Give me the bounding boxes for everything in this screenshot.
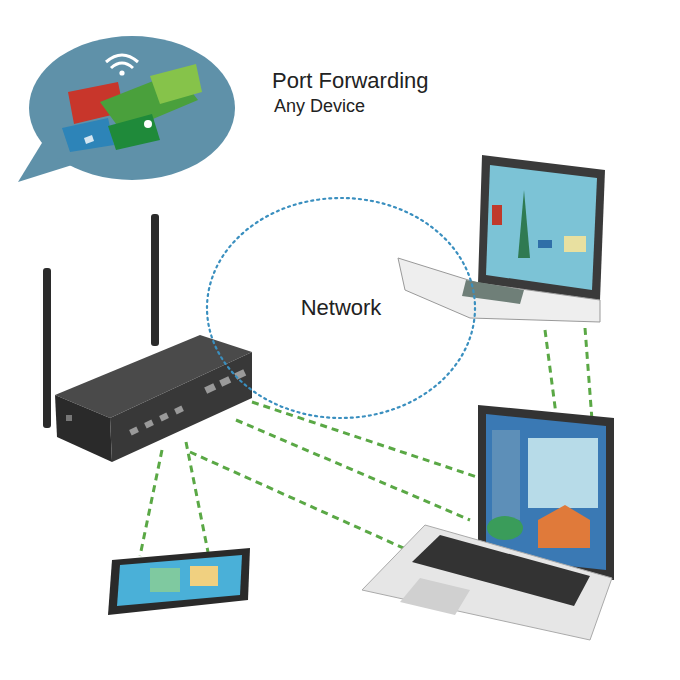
screen-graphic [487,516,523,540]
screen-graphic [150,568,180,592]
laptop [362,405,614,640]
router-ports [129,369,246,435]
dashed-link [140,450,162,556]
router-end [55,395,112,462]
puzzle-icon [84,135,94,144]
wifi-arc [111,63,133,68]
laptop-trackpad [400,578,470,615]
speech-bubble [18,36,235,182]
laptop-base [398,258,600,322]
dashed-link [236,420,470,520]
antenna [43,268,51,428]
antenna [151,214,159,346]
laptop-display [486,165,597,290]
node-label: Network [301,295,382,321]
dashed-link [190,452,430,560]
phone-body [108,548,250,615]
network-ellipse: Network [205,196,477,420]
router [43,214,252,462]
wifi-dot [119,70,124,75]
screen-graphic [538,505,590,548]
phone [108,548,250,615]
puzzle-piece [150,64,202,104]
laptop [398,155,605,322]
title: Port Forwarding [272,68,429,94]
router-front [110,352,252,462]
puzzle-dot [144,120,152,128]
wifi-arc [106,55,138,62]
screen-graphic [190,566,218,586]
screen-panel [492,430,520,520]
subtitle: Any Device [274,96,365,117]
phone-screen [117,555,242,606]
router-led [66,415,72,421]
puzzle-piece [62,118,114,152]
screen-graphic [492,205,502,225]
screen-graphic [564,236,586,252]
bubble-body [29,36,235,180]
screen-graphic [518,190,530,258]
laptop-screen [478,155,605,300]
dashed-link [585,328,592,420]
screen-panel [528,438,598,508]
laptop-base [362,525,612,640]
screen-graphic [538,240,552,248]
dotted-ellipse [207,198,475,418]
puzzle-piece [108,114,160,150]
laptop-display [486,414,606,570]
